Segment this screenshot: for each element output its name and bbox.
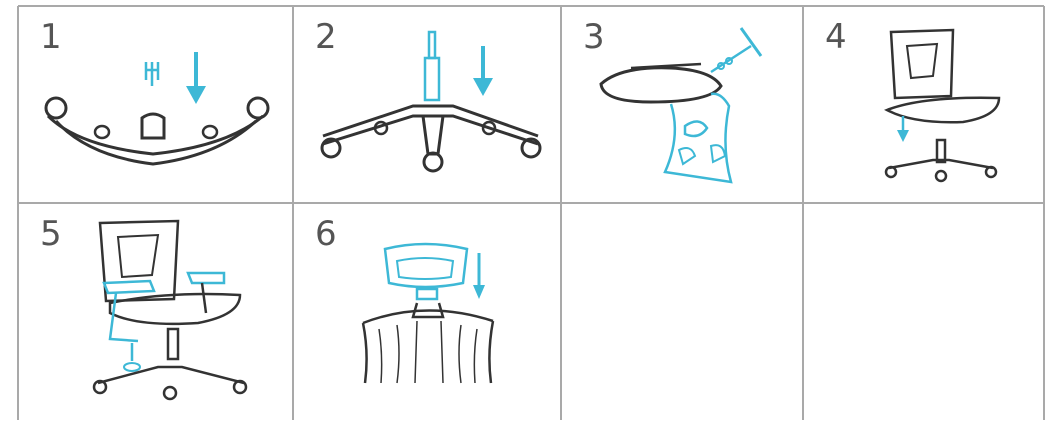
step-number: 4 <box>825 17 847 57</box>
empty-panel <box>803 203 1044 420</box>
seat-onto-base-icon <box>884 28 1001 183</box>
headrest-attach-icon <box>361 242 495 384</box>
step-3-panel: 3 <box>561 6 803 203</box>
step-number: 6 <box>315 214 337 254</box>
gas-cylinder-icon <box>320 30 542 173</box>
step-number: 1 <box>40 17 62 57</box>
step-number: 2 <box>315 17 337 57</box>
chair-base-caster-icon <box>44 52 270 166</box>
seat-backrest-screw-icon <box>599 27 763 184</box>
armrest-attach-icon <box>92 219 248 401</box>
step-4-panel: 4 <box>803 6 1044 203</box>
step-number: 5 <box>40 214 62 254</box>
step-2-panel: 2 <box>293 6 561 203</box>
step-1-panel: 1 <box>18 6 293 203</box>
step-number: 3 <box>583 17 605 57</box>
empty-panel <box>561 203 803 420</box>
step-6-panel: 6 <box>293 203 561 420</box>
step-5-panel: 5 <box>18 203 293 420</box>
